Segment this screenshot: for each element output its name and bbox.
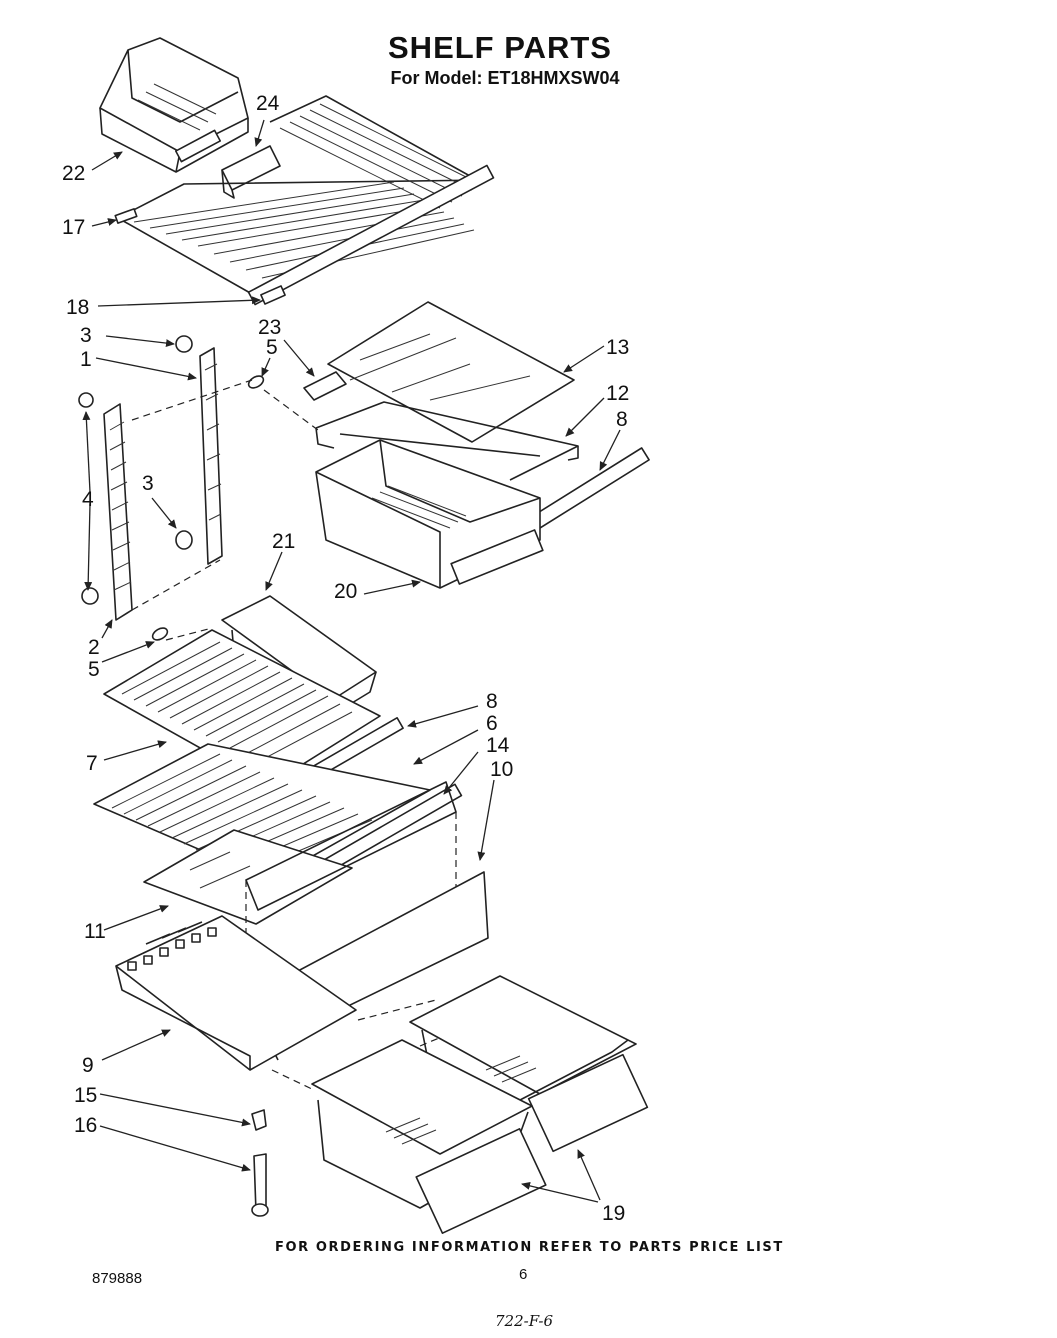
bracket-part-23: [303, 371, 347, 401]
callout-23: 23: [258, 316, 281, 339]
top-wire-shelf: [114, 95, 495, 306]
leveler-part-15: [251, 1109, 267, 1131]
trim-part-8-top: [522, 447, 650, 535]
rear-rail-part-1: [199, 347, 223, 565]
callout-3-top: 3: [80, 324, 92, 347]
callout-21: 21: [272, 530, 295, 553]
glass-shelf-part-13: [327, 301, 575, 443]
callout-7: 7: [86, 752, 98, 775]
callout-10: 10: [490, 758, 513, 781]
callout-13: 13: [606, 336, 629, 359]
callout-5-top: 5: [266, 336, 278, 359]
document-number: 879888: [92, 1270, 143, 1287]
callout-12: 12: [606, 382, 629, 405]
page-title: SHELF PARTS: [388, 30, 612, 65]
callout-8-top: 8: [616, 408, 628, 431]
callout-17: 17: [62, 216, 85, 239]
leader-lines: [82, 119, 621, 1203]
callout-15: 15: [74, 1084, 97, 1107]
callout-6: 6: [486, 712, 498, 735]
bracket-part-24: [221, 145, 281, 199]
callout-22: 22: [62, 162, 85, 185]
callout-18: 18: [66, 296, 89, 319]
callout-8-mid: 8: [486, 690, 498, 713]
callout-3-bottom: 3: [142, 472, 154, 495]
callout-19: 19: [602, 1202, 625, 1225]
model-subtitle: For Model: ET18HMXSW04: [390, 68, 620, 88]
shelf-frame-part-12: [315, 401, 579, 481]
callout-5-bottom: 5: [88, 658, 100, 681]
callout-2: 2: [88, 636, 100, 659]
pan-part-20: [315, 439, 544, 589]
page-number: 6: [519, 1266, 528, 1283]
callout-24: 24: [256, 92, 280, 115]
crisper-drawer-front-part-19: [311, 1039, 547, 1234]
handwritten-note: 722-F-6: [495, 1312, 554, 1330]
dairy-bin-part-22: [99, 37, 249, 173]
screw-part-16: [251, 1153, 269, 1217]
callout-1: 1: [80, 348, 92, 371]
callout-20: 20: [334, 580, 357, 603]
callout-9: 9: [82, 1054, 94, 1077]
callout-11: 11: [84, 920, 106, 943]
ordering-note: FOR ORDERING INFORMATION REFER TO PARTS …: [275, 1240, 784, 1255]
left-rail-part-2: [103, 403, 133, 621]
rail-end-caps: [78, 335, 265, 641]
crisper-drawer-back-part-19: [409, 975, 649, 1153]
callout-16: 16: [74, 1114, 97, 1137]
callout-14: 14: [486, 734, 510, 757]
cover-part-9: [115, 915, 357, 1071]
callout-4: 4: [82, 488, 94, 511]
